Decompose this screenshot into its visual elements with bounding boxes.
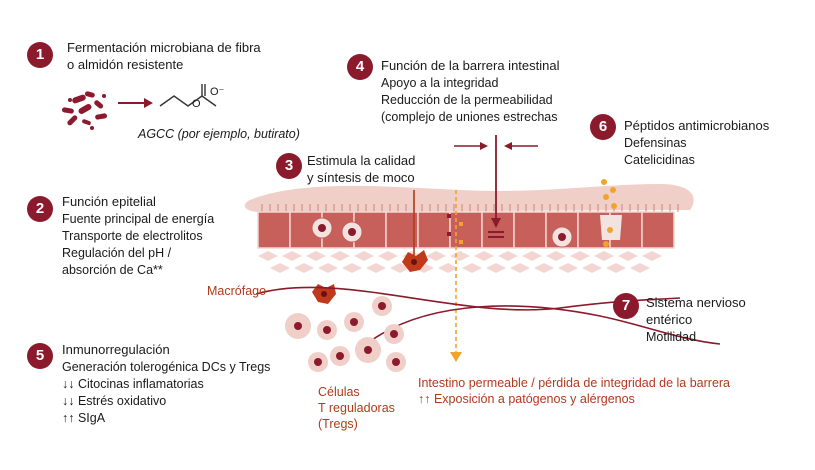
mucus-layer <box>244 184 694 212</box>
lamina-propria <box>258 251 662 273</box>
enteric-nerve-fibres <box>255 286 721 345</box>
badge-3: 3 <box>276 153 302 179</box>
item-1-title-line2: o almidón resistente <box>67 57 184 72</box>
item-5-line-1: Generación tolerogénica DCs y Tregs <box>62 360 271 374</box>
item-1-chem-charge: O⁻ <box>210 86 225 98</box>
item-2-line-4: absorción de Ca** <box>62 263 163 277</box>
item-1-chem-o: O <box>192 98 201 110</box>
item-5-title: Inmunorregulación <box>62 342 170 357</box>
item-5-line-4: ↑↑ SIgA <box>62 411 106 425</box>
item-6-line-2: Catelicidinas <box>624 153 695 167</box>
macrophage-icon <box>312 250 428 304</box>
goblet-cells <box>311 215 622 248</box>
item-6-line-1: Defensinas <box>624 136 687 150</box>
item-4-line-3: (complejo de uniones estrechas <box>381 110 558 124</box>
badge-2: 2 <box>27 196 53 222</box>
item-4-title: Función de la barrera intestinal <box>381 58 560 73</box>
leaky-gut-label-line1: Intestino permeable / pérdida de integri… <box>418 376 731 390</box>
badge-7: 7 <box>613 293 639 319</box>
brush-border <box>261 204 679 212</box>
item-7-title-line2: entérico <box>646 312 693 327</box>
item-2-line-2: Transporte de electrolitos <box>62 229 203 243</box>
treg-label-line2: T reguladoras <box>318 401 395 415</box>
badge-1: 1 <box>27 42 53 68</box>
item-2-line-3: Regulación del pH / <box>62 246 172 260</box>
item-1-title-line1: Fermentación microbiana de fibra <box>67 40 261 55</box>
treg-label-line3: (Tregs) <box>318 417 358 431</box>
leaky-gut-label-line2: ↑↑ Exposición a patógenos y alérgenos <box>418 392 635 406</box>
item-4-line-2: Reducción de la permeabilidad <box>381 93 553 107</box>
treg-label-line1: Células <box>318 385 360 399</box>
item-5-line-3: ↓↓ Estrés oxidativo <box>62 394 167 408</box>
tight-junction-arrows <box>454 135 538 238</box>
badge-6: 6 <box>590 114 616 140</box>
fermentation-arrow <box>118 98 153 108</box>
bacteria-icon <box>61 91 108 130</box>
item-6-title: Péptidos antimicrobianos <box>624 118 770 133</box>
butyrate-molecule-icon <box>159 84 217 107</box>
item-7-line-1: Motilidad <box>646 330 697 344</box>
item-2-line-1: Fuente principal de energía <box>62 212 215 226</box>
item-5-line-2: ↓↓ Citocinas inflamatorias <box>62 377 204 391</box>
epithelial-cells <box>257 211 675 249</box>
item-7-title-line1: Sistema nervioso <box>646 295 746 310</box>
item-4-line-1: Apoyo a la integridad <box>381 76 499 90</box>
antimicrobial-peptides <box>601 179 617 247</box>
item-2-title: Función epitelial <box>62 194 156 209</box>
item-3-title-line1: Estimula la calidad <box>307 153 416 168</box>
badge-4: 4 <box>347 54 373 80</box>
macrophage-label: Macrófago <box>207 284 267 298</box>
item-1-chem-label: AGCC (por ejemplo, butirato) <box>138 127 300 141</box>
item-3-title-line2: y síntesis de moco <box>307 170 415 185</box>
badge-5: 5 <box>27 343 53 369</box>
leaky-gut-arrow <box>447 190 463 362</box>
treg-cells <box>285 296 406 372</box>
